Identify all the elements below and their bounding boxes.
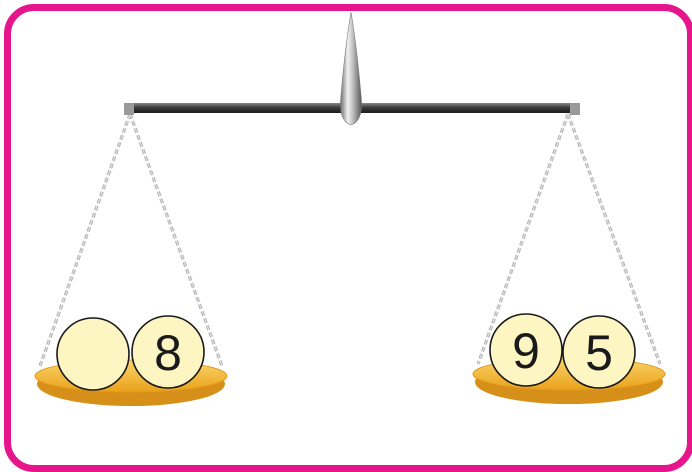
beam-left-hook bbox=[124, 103, 134, 115]
right-ball-5[interactable]: 5 bbox=[563, 316, 635, 388]
left-ball-empty[interactable] bbox=[57, 318, 129, 390]
right-ball-9[interactable]: 9 bbox=[490, 314, 562, 386]
left-ball-8-label: 8 bbox=[154, 325, 182, 381]
right-ball-9-label: 9 bbox=[512, 323, 540, 379]
left-ball-8[interactable]: 8 bbox=[132, 316, 204, 388]
right-ball-5-label: 5 bbox=[585, 325, 613, 381]
scale-pivot-needle bbox=[340, 12, 361, 125]
beam-right-hook bbox=[570, 103, 580, 115]
